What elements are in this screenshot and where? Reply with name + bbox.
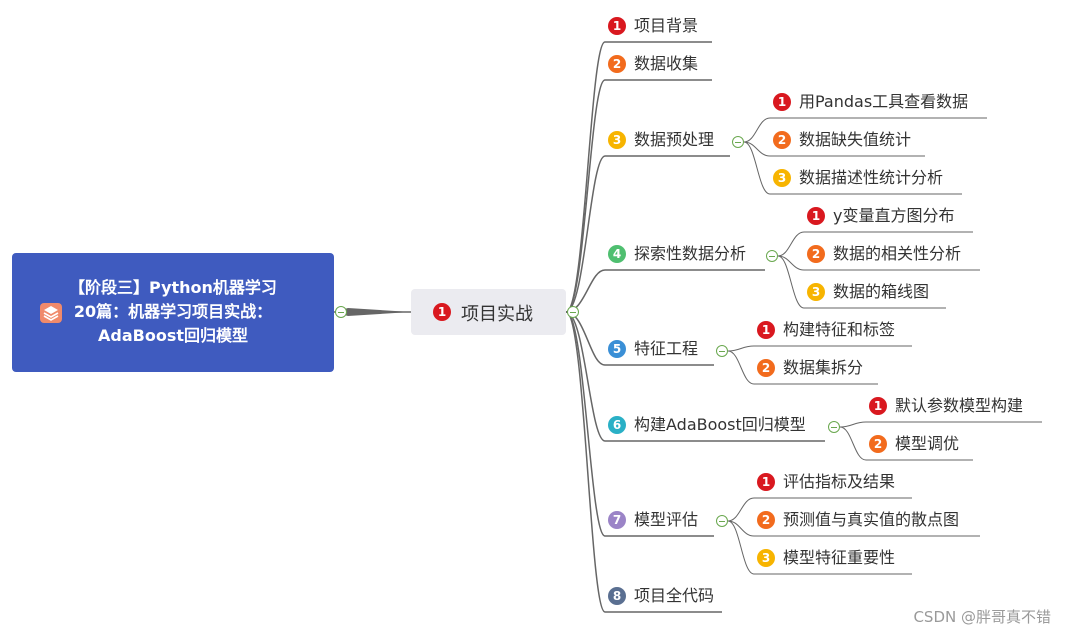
branch-label: 构建AdaBoost回归模型 — [634, 415, 806, 434]
root-title-line-3: AdaBoost回归模型 — [98, 326, 248, 345]
priority-badge: 2 — [757, 359, 775, 377]
priority-badge: 2 — [869, 435, 887, 453]
priority-badge: 3 — [773, 169, 791, 187]
priority-badge: 3 — [807, 283, 825, 301]
priority-badge: 2 — [807, 245, 825, 263]
sub-label: 模型调优 — [895, 434, 960, 453]
root-title-line-2: 20篇：机器学习项目实战： — [73, 302, 273, 321]
priority-badge: 7 — [608, 511, 626, 529]
priority-badge: 4 — [608, 245, 626, 263]
priority-badge: 2 — [773, 131, 791, 149]
sub-label: 构建特征和标签 — [783, 320, 896, 339]
priority-badge: 2 — [757, 511, 775, 529]
priority-badge: 1 — [807, 207, 825, 225]
sub-label: y变量直方图分布 — [833, 206, 955, 225]
sub-label: 评估指标及结果 — [783, 472, 896, 491]
branch-label: 探索性数据分析 — [634, 244, 747, 263]
root-title-line-1: 【阶段三】Python机器学习 — [69, 278, 277, 297]
main-topic[interactable]: 1 项目实战 — [411, 289, 566, 335]
collapse-toggle-branch-6[interactable] — [828, 421, 840, 433]
branch-label: 项目全代码 — [634, 586, 715, 605]
priority-badge: 1 — [757, 321, 775, 339]
sub-label: 数据的箱线图 — [833, 282, 930, 301]
collapse-toggle-main[interactable] — [567, 306, 579, 318]
priority-badge: 6 — [608, 416, 626, 434]
branch-label: 模型评估 — [634, 510, 699, 529]
sub-label: 模型特征重要性 — [783, 548, 896, 567]
sub-label: 默认参数模型构建 — [895, 396, 1024, 415]
priority-badge: 3 — [757, 549, 775, 567]
collapse-toggle-root[interactable] — [335, 306, 347, 318]
collapse-toggle-branch-5[interactable] — [716, 345, 728, 357]
priority-badge: 3 — [608, 131, 626, 149]
priority-badge: 5 — [608, 340, 626, 358]
sub-label: 数据集拆分 — [783, 358, 864, 377]
collapse-toggle-branch-3[interactable] — [732, 136, 744, 148]
layers-stack-icon — [40, 303, 62, 323]
priority-badge: 1 — [433, 303, 451, 321]
priority-badge: 2 — [608, 55, 626, 73]
branch-label: 数据预处理 — [634, 130, 715, 149]
priority-badge: 1 — [869, 397, 887, 415]
main-topic-label: 项目实战 — [461, 304, 533, 325]
sub-label: 数据缺失值统计 — [799, 130, 912, 149]
collapse-toggle-branch-7[interactable] — [716, 515, 728, 527]
priority-badge: 1 — [608, 17, 626, 35]
root-topic[interactable]: 【阶段三】Python机器学习 20篇：机器学习项目实战： AdaBoost回归… — [12, 253, 334, 372]
sub-label: 数据的相关性分析 — [833, 244, 962, 263]
watermark: CSDN @胖哥真不错 — [913, 608, 1051, 626]
collapse-toggle-branch-4[interactable] — [766, 250, 778, 262]
priority-badge: 1 — [773, 93, 791, 111]
sub-label: 数据描述性统计分析 — [799, 168, 944, 187]
branch-label: 项目背景 — [634, 16, 699, 35]
branch-label: 特征工程 — [634, 339, 699, 358]
sub-label: 预测值与真实值的散点图 — [783, 510, 960, 529]
branch-label: 数据收集 — [634, 54, 699, 73]
priority-badge: 1 — [757, 473, 775, 491]
sub-links — [727, 117, 1042, 575]
sub-label: 用Pandas工具查看数据 — [799, 92, 969, 111]
priority-badge: 8 — [608, 587, 626, 605]
